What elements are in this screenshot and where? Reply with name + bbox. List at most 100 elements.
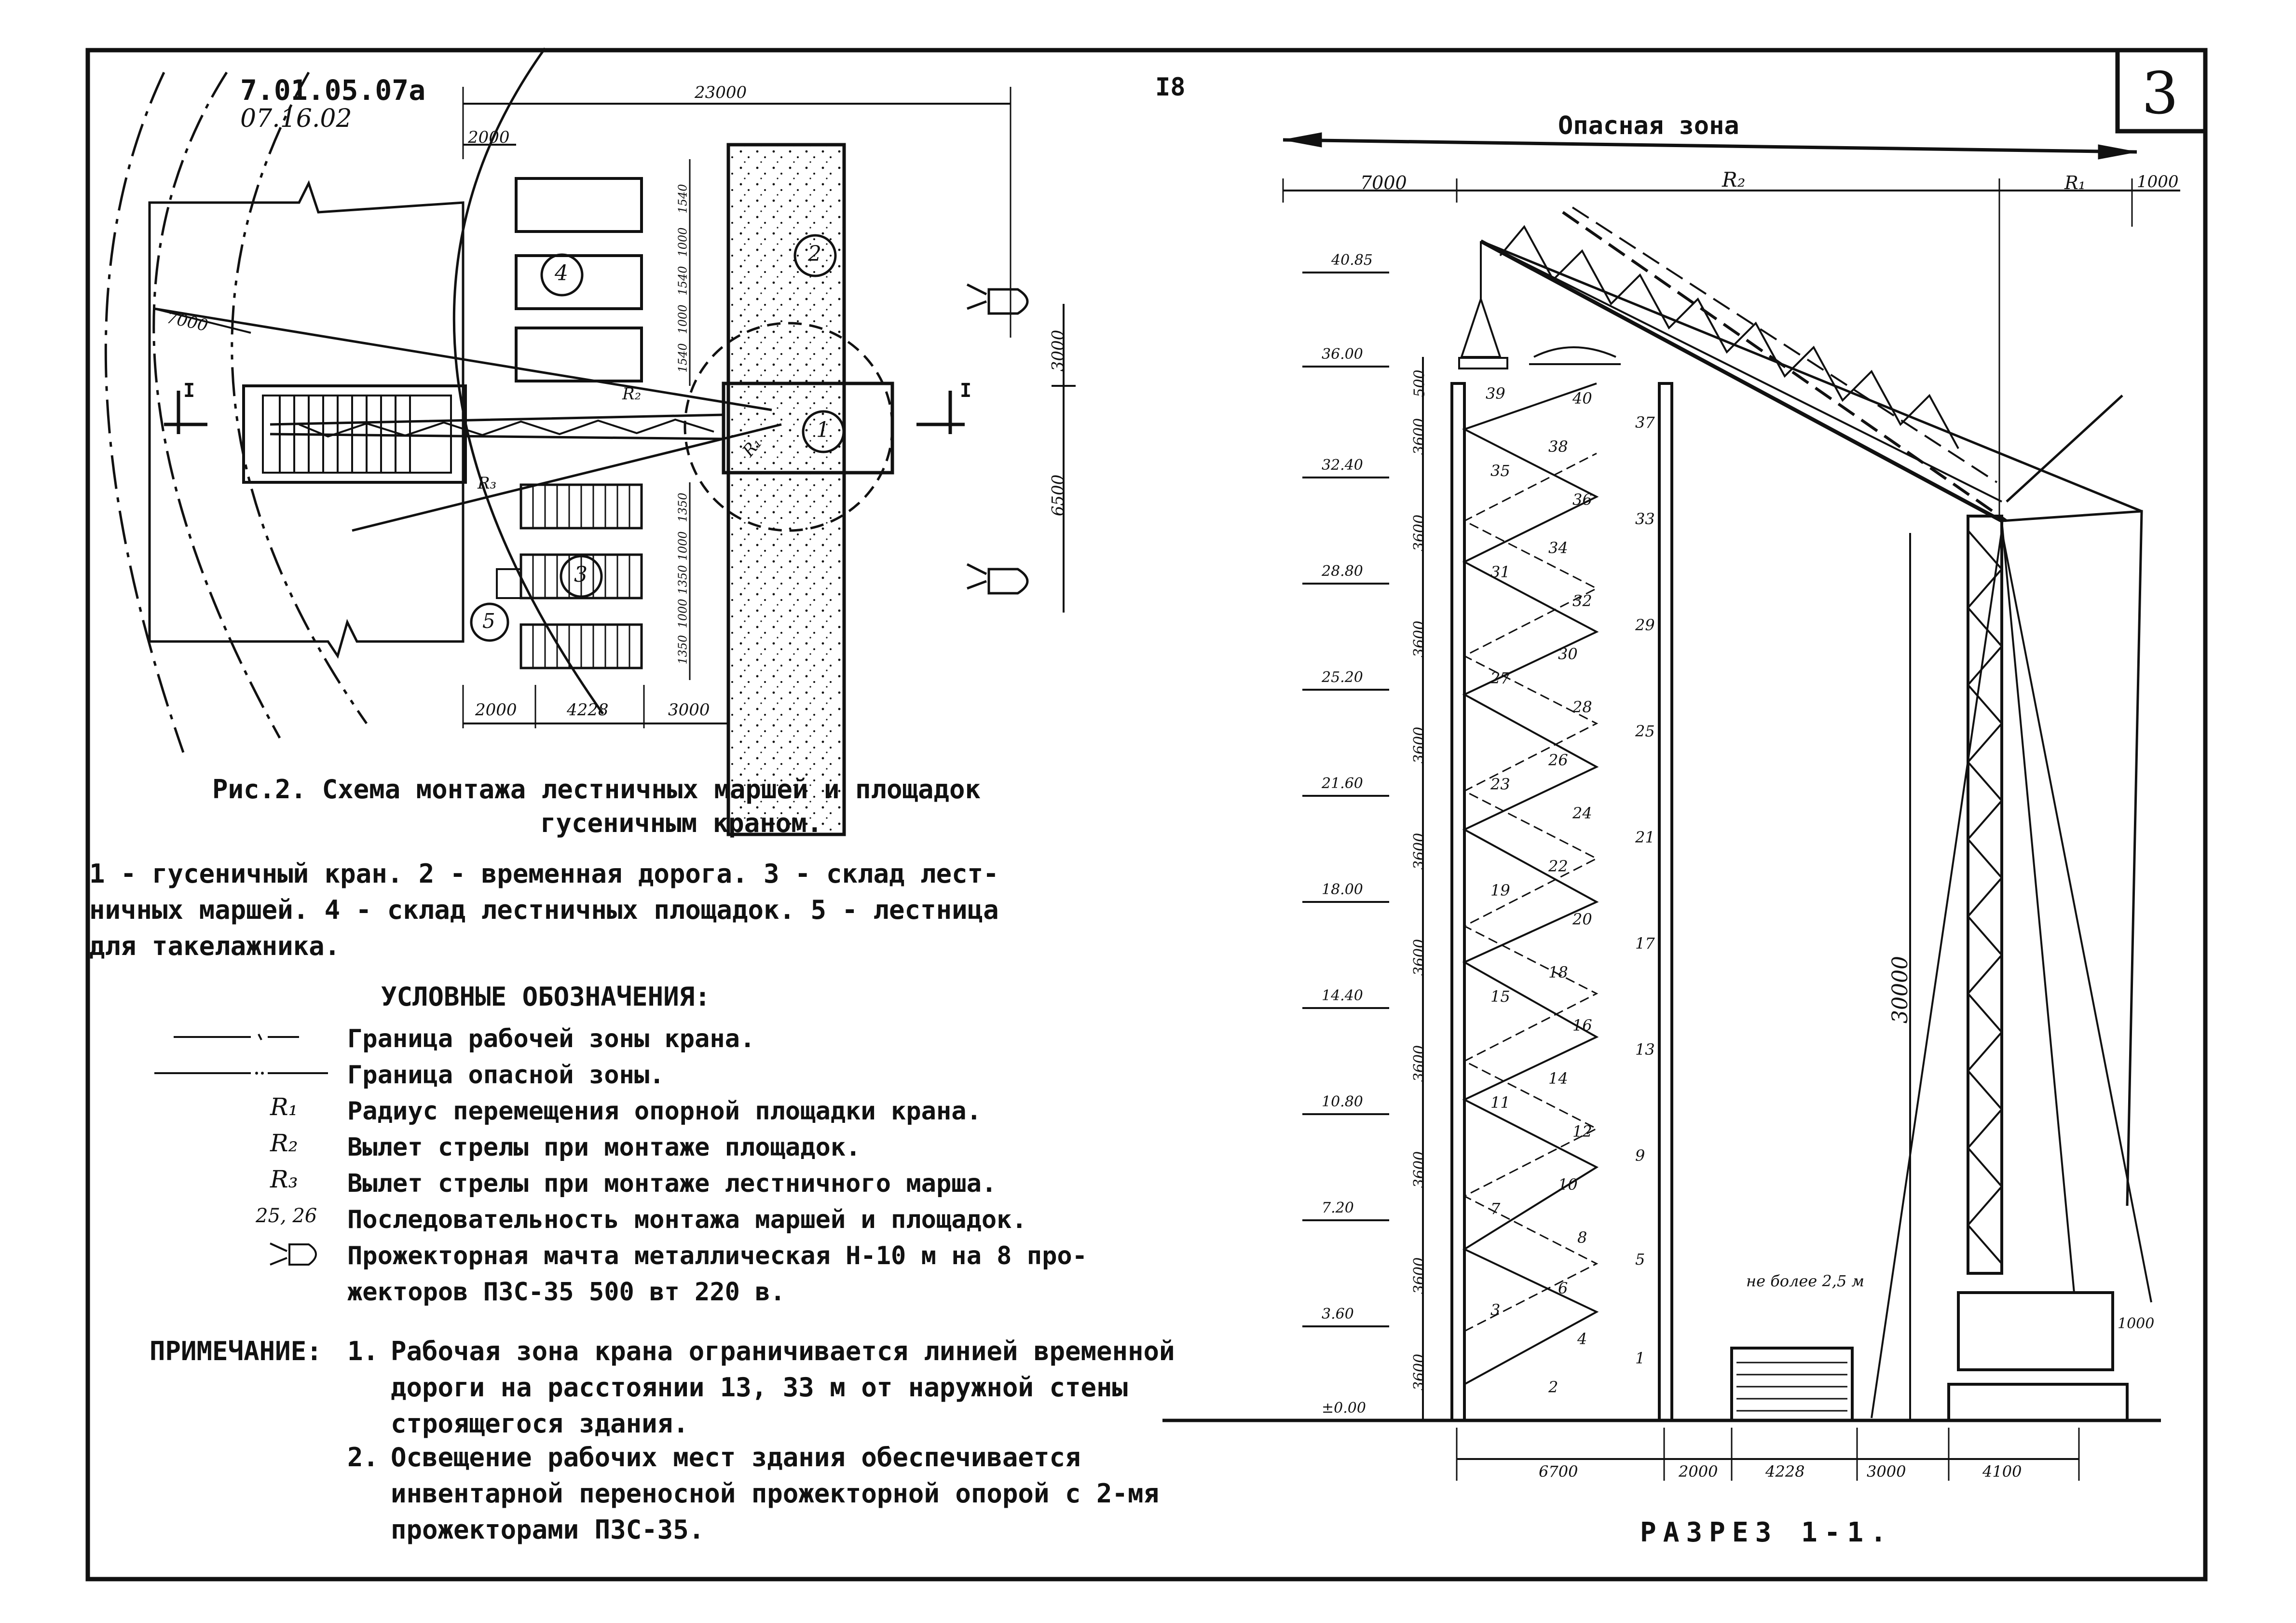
elevation-label: 3.60 [1322, 1306, 1354, 1323]
description-line3: для такелажника. [89, 931, 341, 961]
figure-caption-line1: Рис.2. Схема монтажа лестничных маршей и… [212, 774, 981, 805]
section-mark-left: I [183, 380, 195, 402]
section-r1-label: R₁ [2064, 172, 2086, 193]
floor-height-label: 3600 [1411, 620, 1428, 658]
plan-r3-label: R₃ [478, 474, 497, 493]
sheet-number-box [2115, 48, 2208, 134]
legend-symbol: R₃ [270, 1165, 298, 1193]
note-2-line1: Освещение рабочих мест здания обеспечива… [391, 1442, 1081, 1473]
elevation-label: 21.60 [1322, 775, 1363, 792]
note-1-num: 1. [347, 1336, 379, 1366]
sheet-number: 3 [2142, 60, 2179, 127]
sequence-number: 2 [1548, 1378, 1558, 1396]
elevation-label: 14.40 [1322, 987, 1363, 1004]
floor-height-label: 3600 [1411, 1257, 1428, 1295]
sequence-number: 3 [1490, 1301, 1501, 1319]
description-line2: ничных маршей. 4 - склад лестничных площ… [89, 895, 999, 925]
note-2-line3: прожекторами ПЗС-35. [391, 1514, 705, 1545]
sequence-number: 18 [1548, 963, 1568, 982]
stair-dim-4: 1000 [676, 599, 690, 628]
floor-height-label: 3600 [1411, 418, 1428, 455]
legend-symbol: R₁ [270, 1093, 298, 1121]
section-r2-label: R₂ [1722, 168, 1746, 191]
elevation-label: 40.85 [1331, 252, 1373, 269]
plan-dim-right-bottom: 6500 [1048, 474, 1068, 517]
mast-height-dim: 30000 [1887, 956, 1913, 1023]
sequence-number: 26 [1548, 751, 1568, 769]
danger-zone-label: Опасная зона [1558, 111, 1739, 140]
sequence-number: 27 [1490, 669, 1510, 687]
floodlight-icon [270, 1242, 317, 1266]
plan-dim-top: 23000 [695, 83, 747, 102]
plan-dim-bottom-1: 2000 [475, 700, 517, 720]
section-dim-left: 7000 [1360, 172, 1407, 193]
legend-text: жекторов ПЗС-35 500 вт 220 в. [347, 1278, 785, 1307]
legend-text: Граница рабочей зоны крана. [347, 1024, 755, 1053]
sequence-number: 20 [1572, 910, 1592, 928]
legend-text: Граница опасной зоны. [347, 1061, 665, 1090]
note-2-num: 2. [347, 1442, 379, 1473]
sequence-number: 28 [1572, 698, 1592, 716]
dash-dot-dot-line-symbol [154, 1072, 328, 1075]
legend-text: Вылет стрелы при монтаже лестничного мар… [347, 1169, 997, 1198]
plan-dim-top-left: 2000 [468, 128, 510, 147]
elevation-label: 32.40 [1322, 457, 1363, 474]
sequence-number: 39 [1486, 384, 1505, 403]
sequence-number: 10 [1558, 1175, 1578, 1194]
marker-3: 3 [574, 562, 588, 587]
section-title: РАЗРЕЗ 1-1. [1640, 1517, 1893, 1548]
marker-2: 2 [808, 242, 821, 266]
sequence-number: 33 [1635, 510, 1655, 528]
sequence-number: 36 [1572, 491, 1592, 509]
floor-height-label: 500 [1411, 369, 1428, 397]
sequence-number: 19 [1490, 881, 1510, 900]
elevation-label: 7.20 [1322, 1200, 1354, 1216]
section-dim-bottom-3: 4228 [1765, 1462, 1805, 1481]
note-1-line1: Рабочая зона крана ограничивается линией… [391, 1336, 1175, 1366]
page-number: I8 [1155, 73, 1186, 102]
sequence-number: 40 [1572, 389, 1592, 408]
sequence-number: 22 [1548, 857, 1568, 875]
elevation-label: 10.80 [1322, 1093, 1363, 1110]
sequence-number: 24 [1572, 804, 1592, 822]
floor-height-label: 3600 [1411, 832, 1428, 870]
elevation-label: 36.00 [1322, 346, 1363, 363]
sequence-number: 13 [1635, 1040, 1655, 1059]
stair-dim-2: 1000 [676, 531, 690, 561]
sequence-number: 6 [1558, 1279, 1568, 1297]
description-line1: 1 - гусеничный кран. 2 - временная дорог… [89, 859, 999, 889]
floodlight-icon [966, 283, 1029, 315]
marker-5: 5 [482, 609, 495, 633]
sequence-number: 15 [1490, 987, 1510, 1006]
sequence-number: 29 [1635, 616, 1655, 634]
platform-dim-5: 1540 [676, 343, 690, 373]
note-2-line2: инвентарной переносной прожекторной опор… [391, 1478, 1160, 1509]
sequence-number: 14 [1548, 1069, 1568, 1088]
plan-dim-right-top: 3000 [1048, 329, 1068, 372]
legend-text: Радиус перемещения опорной площадки кран… [347, 1097, 982, 1126]
doc-date: 07.16.02 [240, 104, 352, 133]
stair-dim-3: 1350 [676, 565, 690, 595]
sequence-number: 23 [1490, 775, 1510, 793]
sequence-number: 31 [1490, 563, 1510, 581]
sheet-frame [85, 48, 2208, 1582]
elevation-label: 25.20 [1322, 669, 1363, 686]
track-dim: 1000 [2118, 1315, 2155, 1332]
note-1-line2: дороги на расстоянии 13, 33 м от наружно… [391, 1372, 1128, 1403]
platform-dim-2: 1000 [676, 227, 690, 257]
section-dim-right: 1000 [2137, 172, 2179, 191]
sequence-number: 25 [1635, 722, 1655, 740]
marker-1: 1 [816, 418, 830, 442]
plan-r2-label: R₂ [622, 384, 642, 404]
floor-height-label: 3600 [1411, 1151, 1428, 1188]
sequence-number: 12 [1572, 1122, 1592, 1141]
section-view [1162, 132, 2180, 1481]
sequence-number: 32 [1572, 592, 1592, 610]
platform-dim-1: 1540 [676, 184, 690, 214]
sequence-number: 8 [1577, 1228, 1587, 1247]
floor-height-label: 3600 [1411, 1045, 1428, 1082]
marker-4: 4 [555, 261, 568, 286]
elevation-label: 28.80 [1322, 563, 1363, 580]
max-height-note: не более 2,5 м [1746, 1272, 1864, 1290]
